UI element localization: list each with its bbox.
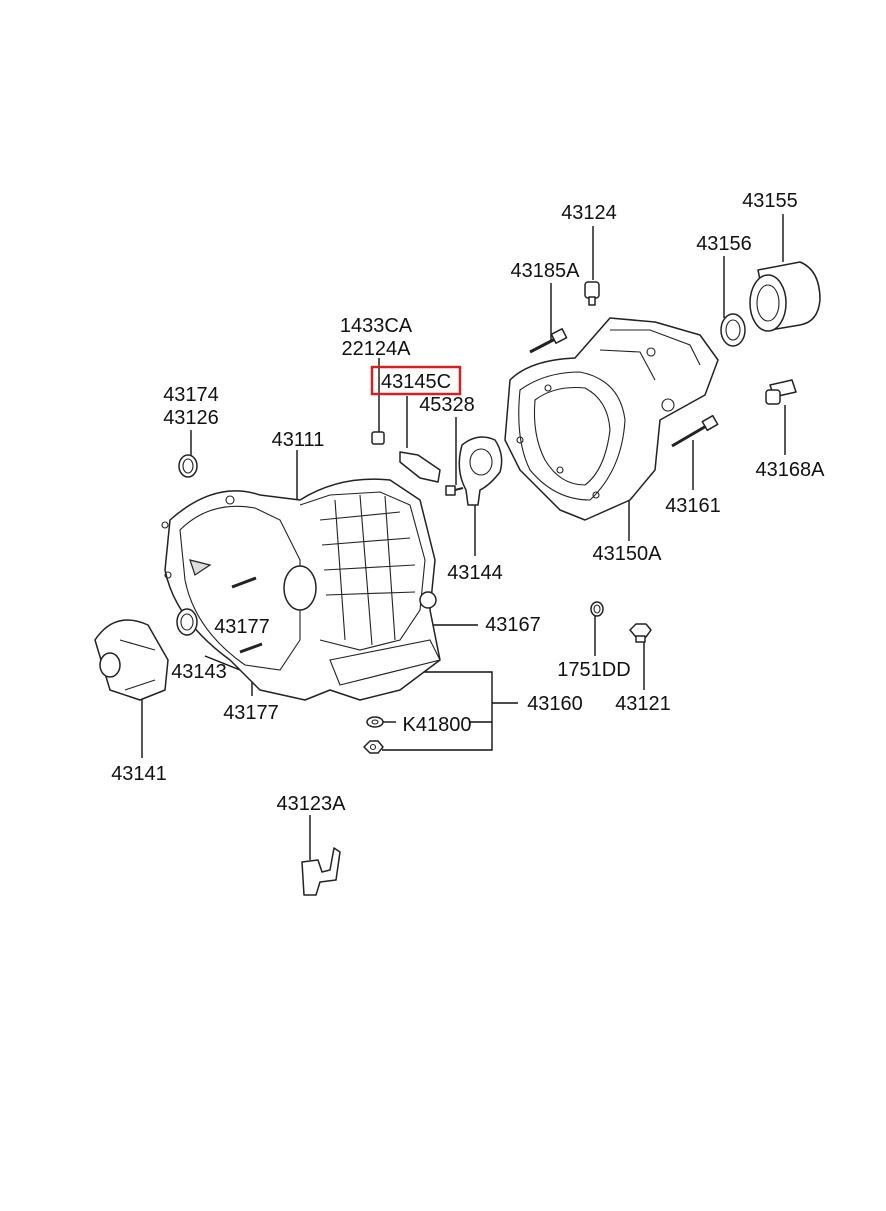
label-43174[interactable]: 43174 [163,384,219,406]
label-43145C[interactable]: 43145C [381,371,451,393]
part-43167-plug [419,591,437,609]
label-43144[interactable]: 43144 [447,562,503,584]
label-1751DD[interactable]: 1751DD [557,659,630,681]
part-43123A-bracket [301,847,341,896]
label-43161[interactable]: 43161 [665,495,721,517]
label-22124A[interactable]: 22124A [342,338,412,360]
part-1751DD-washer [590,601,604,617]
part-43141-retainer [94,619,169,701]
label-K41800[interactable]: K41800 [403,714,472,736]
part-43168A-plug [765,379,797,405]
part-43150A-housing [504,317,719,521]
label-43121[interactable]: 43121 [615,693,671,715]
part-43145C-bracket [399,451,441,483]
part-43161-bolt [671,414,719,448]
part-43155-cap [749,261,821,332]
label-43150A[interactable]: 43150A [593,543,663,565]
label-43111[interactable]: 43111 [272,429,325,451]
highlight-box-43145C [370,365,462,396]
part-K41800-washer [366,716,384,728]
label-43141[interactable]: 43141 [111,763,167,785]
part-43177-pin-upper [231,576,257,589]
part-43160-nut [363,740,384,754]
label-43160[interactable]: 43160 [527,693,583,715]
label-45328[interactable]: 45328 [419,394,475,416]
label-43167[interactable]: 43167 [485,614,541,636]
part-43177-pin-lower [239,642,263,654]
parts-artwork [94,261,821,896]
label-43168A[interactable]: 43168A [756,459,826,481]
part-43111-case [161,478,441,701]
part-43144-gasket [458,436,503,506]
label-43155[interactable]: 43155 [742,190,798,212]
label-43124[interactable]: 43124 [561,202,617,224]
label-43156[interactable]: 43156 [696,233,752,255]
part-43174-seal [178,454,198,478]
part-1433CA-pin [371,431,385,445]
label-43126[interactable]: 43126 [163,407,219,429]
label-43143[interactable]: 43143 [171,661,227,683]
part-labels: 43124 43155 43156 43185A 1433CA 22124A 4… [111,190,825,815]
label-43185A[interactable]: 43185A [511,260,581,282]
part-43143-seal [176,608,198,636]
label-43123A[interactable]: 43123A [277,793,347,815]
part-43121-plug [629,623,652,643]
part-45328-bolt [445,485,464,496]
label-43177-upper[interactable]: 43177 [214,616,270,638]
part-43124-breather [584,281,600,306]
label-43177-lower[interactable]: 43177 [223,702,279,724]
part-43185A-bolt [529,328,568,354]
label-1433CA[interactable]: 1433CA [340,315,413,337]
part-43156-seal [720,313,746,347]
